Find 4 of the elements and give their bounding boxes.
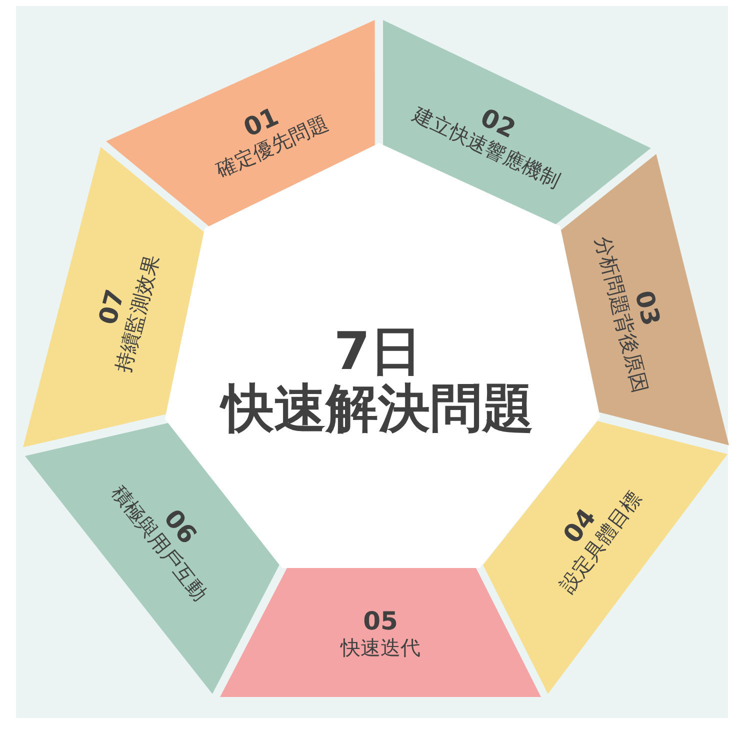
center-title: 快速解決問題 bbox=[222, 381, 534, 438]
step-label: 快速迭代 bbox=[340, 635, 420, 659]
step-number: 05 bbox=[363, 606, 398, 635]
center-title: 7日 bbox=[334, 324, 422, 381]
